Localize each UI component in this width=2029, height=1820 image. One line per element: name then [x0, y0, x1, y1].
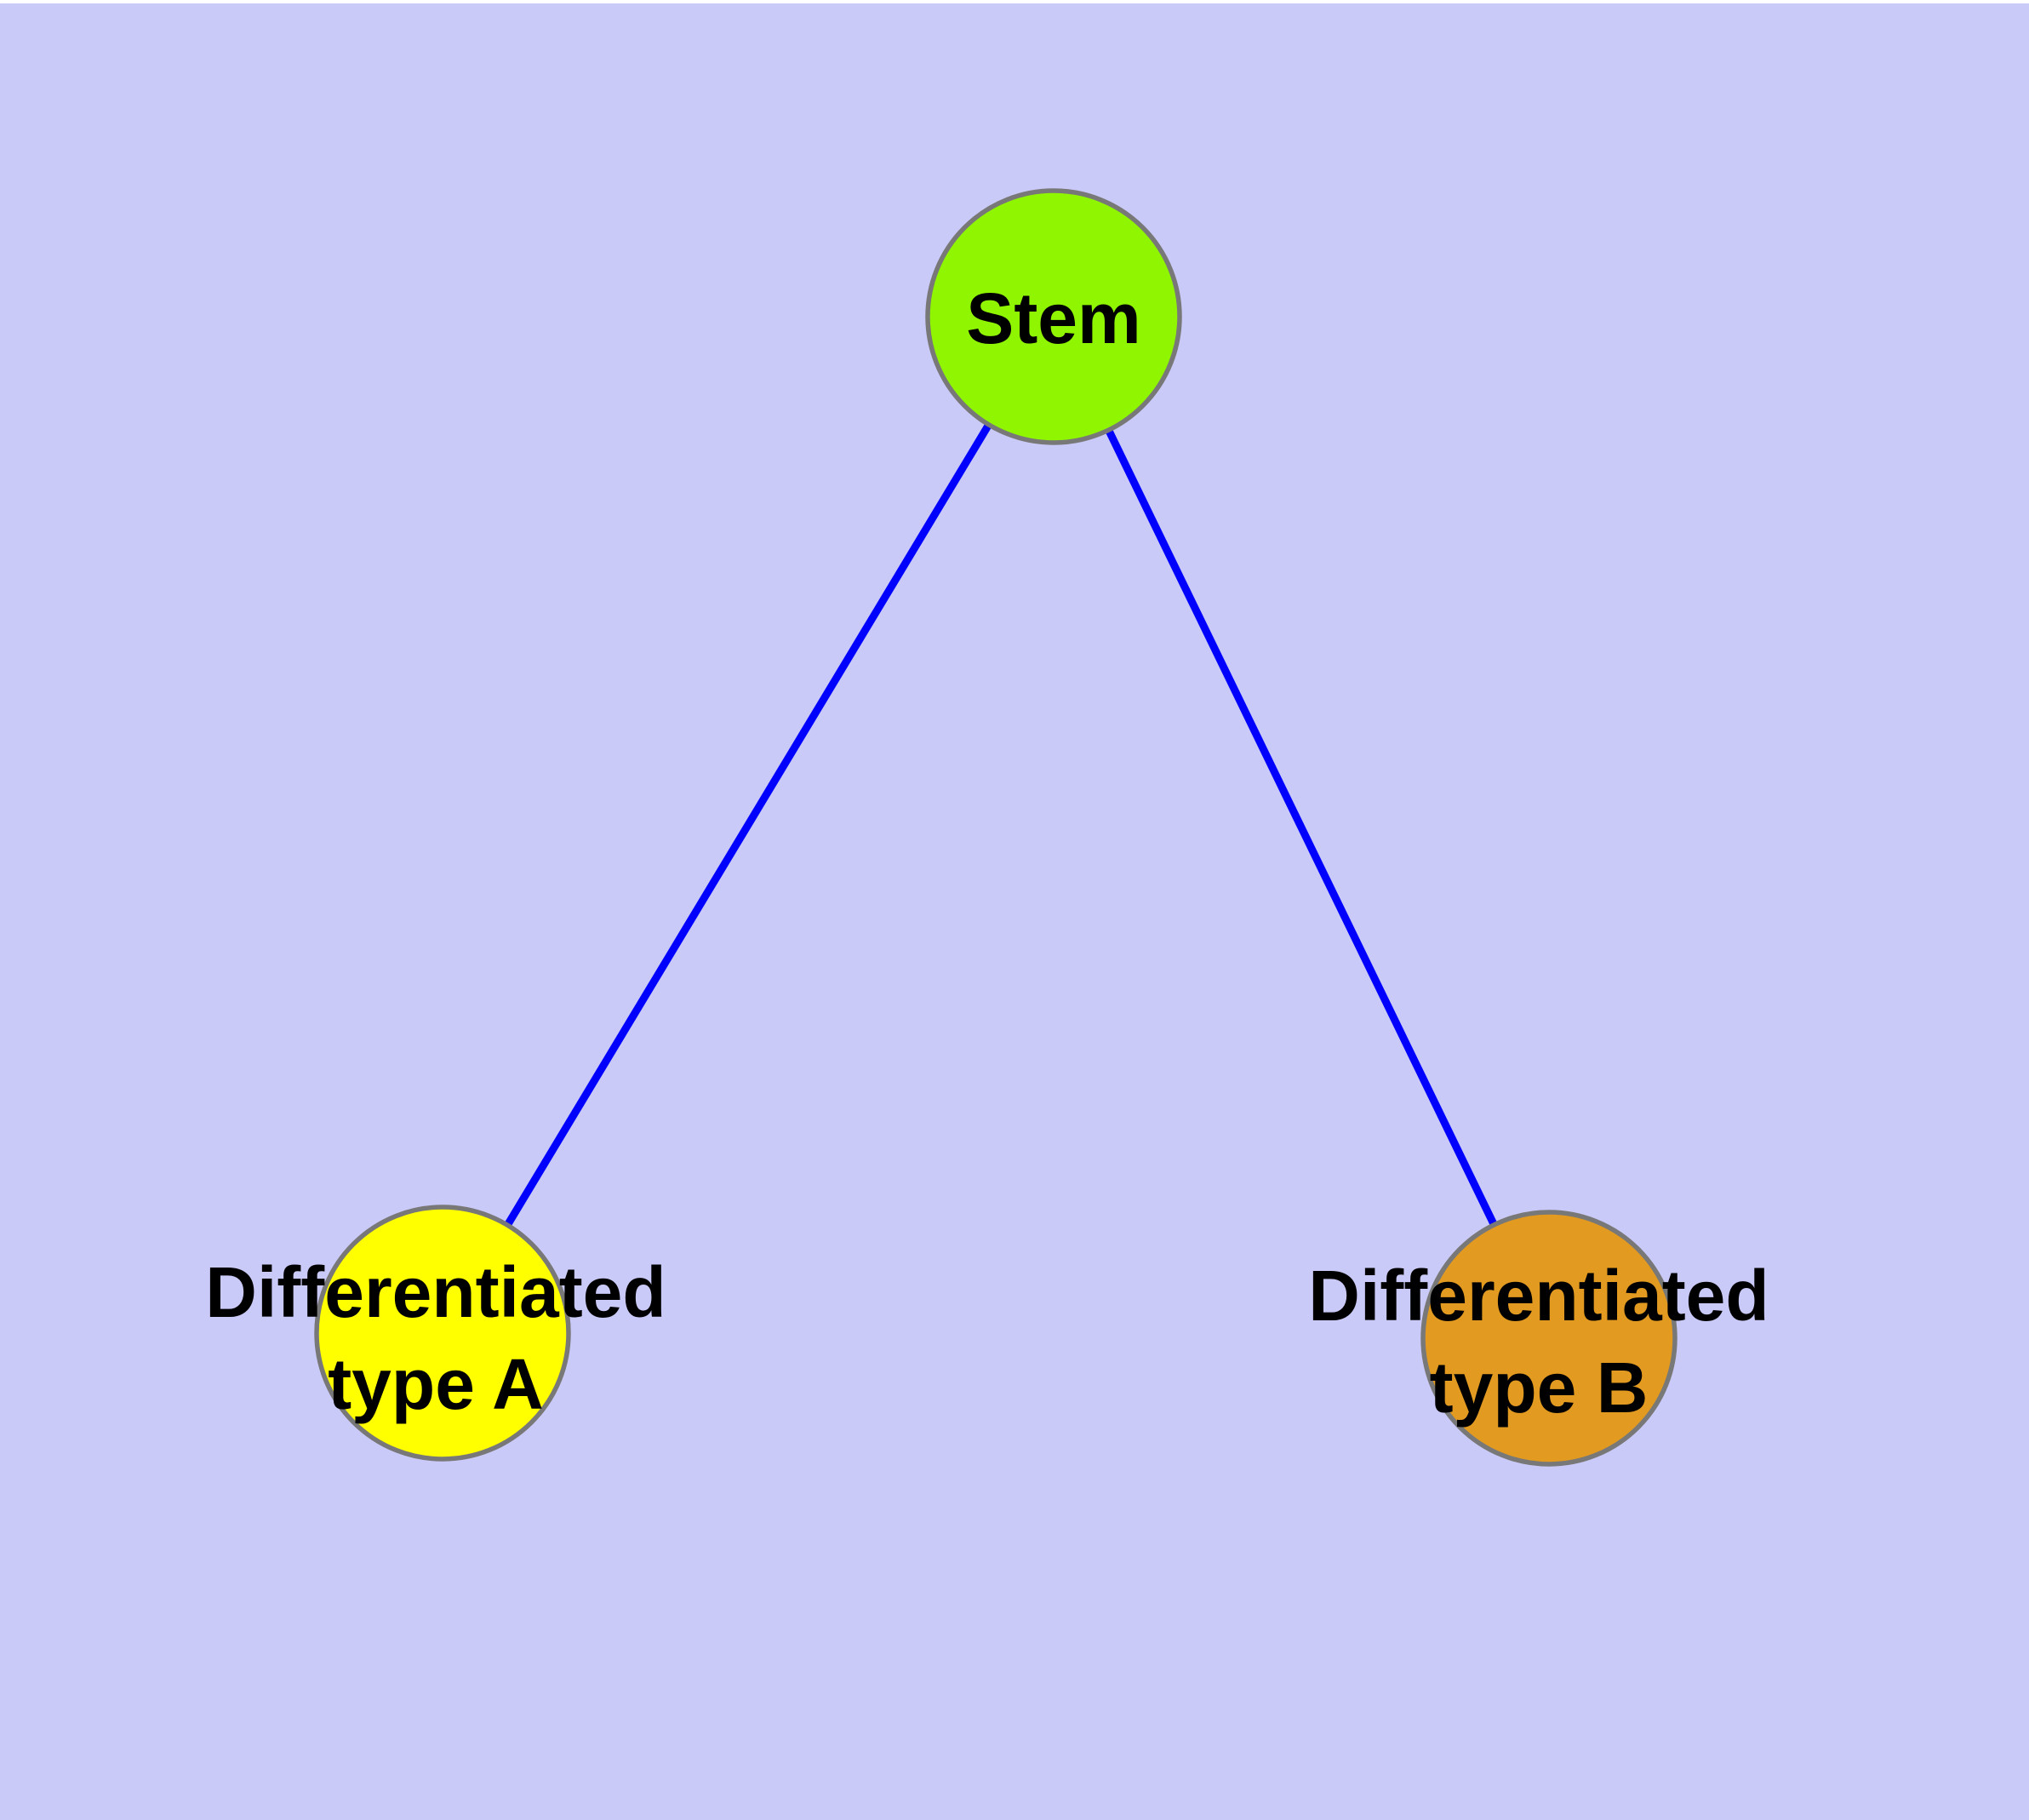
node-differentiated-type-b-circle [1420, 1210, 1677, 1467]
node-stem-label: Stem [966, 278, 1141, 358]
node-differentiated-type-a-label: Differentiated type A [205, 1252, 666, 1424]
node-differentiated-type-b-label: Differentiated type B [1308, 1256, 1769, 1428]
diagram-canvas: Stem Differentiated type A Differentiate… [0, 3, 2029, 1820]
node-differentiated-type-a-circle [314, 1205, 571, 1462]
top-margin-strip [0, 0, 2029, 3]
edge-stem-to-type-a [439, 314, 1057, 1336]
node-stem-circle [925, 188, 1182, 445]
edge-stem-to-type-b [1049, 315, 1553, 1340]
